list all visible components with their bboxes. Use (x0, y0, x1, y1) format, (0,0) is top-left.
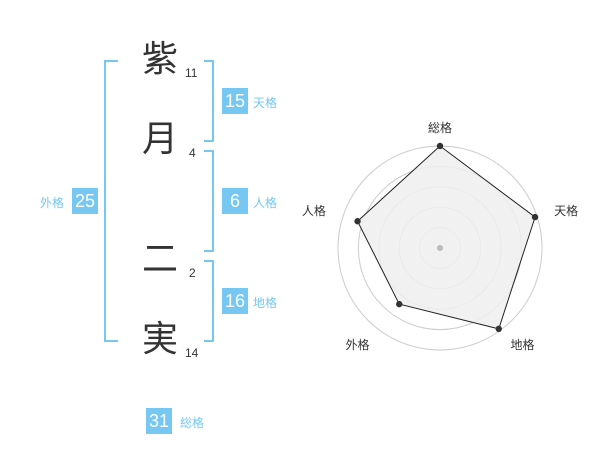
radar-point-1 (436, 142, 444, 150)
tenkaku-bracket (204, 60, 214, 142)
radar-center-dot (437, 245, 443, 251)
radar-label-5: 人格 (302, 203, 326, 218)
gaikaku-label: 外格 (40, 196, 65, 210)
jinkaku-value: 6 (222, 188, 248, 214)
soukaku-value: 31 (146, 408, 172, 434)
tenkaku-value: 15 (222, 88, 248, 114)
radar-label-4: 外格 (345, 337, 369, 352)
chikaku-label: 地格 (253, 296, 278, 310)
name-char-1: 紫 (142, 39, 179, 80)
radar-label-2: 天格 (554, 203, 578, 218)
gaikaku-value: 25 (72, 188, 98, 214)
jinkaku-bracket (204, 150, 214, 252)
name-char-3: 二 (142, 239, 179, 280)
stroke-count-3: 2 (189, 266, 196, 280)
soukaku-label: 総格 (180, 416, 205, 430)
stroke-count-2: 4 (189, 146, 196, 160)
stroke-count-1: 11 (185, 66, 198, 80)
tenkaku-label: 天格 (253, 96, 278, 110)
radar-point-3 (495, 325, 502, 333)
stroke-count-4: 14 (185, 346, 199, 360)
radar-label-3: 地格 (511, 337, 535, 352)
chikaku-value: 16 (222, 288, 248, 314)
radar-label-1: 総格 (428, 120, 452, 135)
chikaku-bracket (204, 260, 214, 342)
radar-point-2 (531, 213, 539, 221)
gaikaku-bracket (104, 60, 118, 342)
jinkaku-label: 人格 (253, 196, 278, 210)
name-char-2: 月 (142, 119, 179, 160)
radar-polygon (356, 145, 536, 330)
name-char-4: 実 (142, 319, 179, 360)
radar-point-4 (396, 300, 403, 308)
radar-point-5 (354, 218, 361, 225)
radar-points (354, 142, 539, 333)
